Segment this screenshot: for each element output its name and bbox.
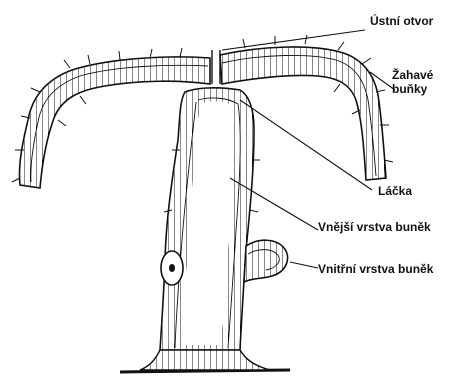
label-mouth: Ústní otvor: [370, 14, 433, 28]
label-outer-layer: Vnější vrstva buněk: [318, 220, 431, 234]
label-stinging-cells-line2: buňky: [392, 82, 433, 96]
gonad: [161, 251, 183, 285]
basal-disc: [140, 350, 270, 370]
label-inner-layer: Vnitřní vrstva buněk: [318, 262, 433, 276]
label-tentacle: Láčka: [378, 184, 412, 198]
bud: [244, 240, 288, 282]
label-stinging-cells: Žahavé buňky: [392, 68, 433, 96]
leader-inner-layer: [290, 262, 318, 268]
label-stinging-cells-line1: Žahavé: [392, 68, 433, 82]
body-column: [160, 88, 254, 350]
